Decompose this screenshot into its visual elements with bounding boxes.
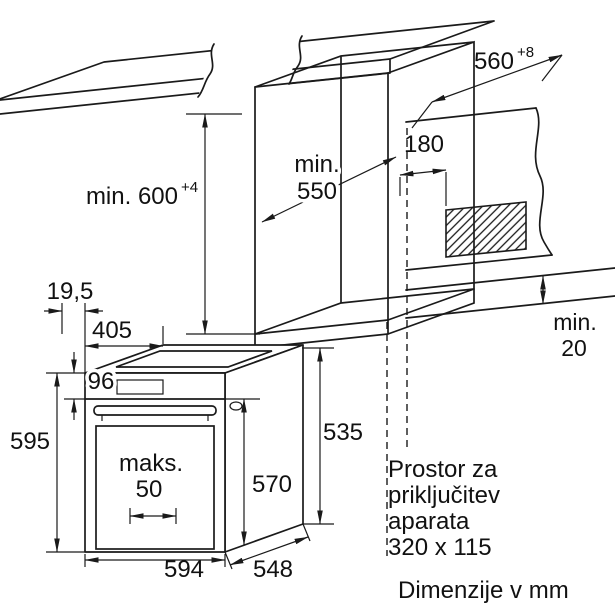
dim-top-width-label: 560 [474,48,514,75]
dim-min-gap: min. 20 [540,275,597,361]
dim-top-depth: 405 [84,317,164,349]
dim-top-depth-label: 405 [92,317,132,344]
oven-handle-mounts [101,415,209,421]
connection-note-line-3: aparata [388,508,470,535]
dim-niche-depth-label-2: 550 [297,178,337,205]
rear-wall-top-edge [405,107,537,123]
units-note: Dimenzije v mm [398,577,569,604]
dim-door-height: 570 [225,398,296,546]
dim-top-width-sup: +8 [517,44,534,61]
dim-oven-depth-ticks [224,523,311,570]
dim-front-overhang: 19,5 [44,278,103,373]
countertop [0,20,495,115]
dim-min-gap-label-1: min. [553,309,596,335]
cabinet-niche [254,40,475,349]
dim-oven-depth-line [229,536,309,566]
dim-body-height-label: 535 [323,419,363,446]
connection-area-hatch [445,201,527,258]
dim-connection-offset-exts [399,172,447,206]
oven-door-handle [93,405,217,416]
countertop-break-wave-left [197,43,215,98]
dim-min-gap-label-2: 20 [561,335,587,361]
connection-note: Prostor za priključitev aparata 320 x 11… [388,456,500,561]
connection-note-line-4: 320 x 115 [388,534,492,561]
oven [84,344,304,553]
dim-door-height-label: 570 [252,471,292,498]
countertop-break-wave-right [288,35,303,85]
dim-top-width-line [431,54,563,103]
floor-lines [405,267,615,319]
rear-wall [405,107,615,319]
dim-niche-depth-line [261,156,397,223]
dim-oven-width: 594 [84,554,226,583]
oven-display [116,379,164,395]
dim-niche-height-label: min. 600 [86,183,178,210]
dim-oven-height-label: 595 [10,428,50,455]
dim-oven-height-ticks [46,372,85,553]
niche-interior-edges [254,40,475,335]
rear-wall-bottom-edge [405,254,553,271]
dim-niche-depth-label-1: min. [294,151,339,178]
rear-wall-break-wave [534,107,553,256]
dim-oven-width-label: 594 [164,556,204,583]
dim-oven-depth-label: 548 [253,556,293,583]
dim-panel-height-label: 96 [88,368,115,395]
dim-niche-depth: min. 550 [261,148,397,223]
dim-body-height: 535 [302,347,363,525]
dim-front-overhang-exts [61,303,86,373]
dim-connection-offset-line [399,168,447,177]
dim-niche-height-sup: +4 [181,179,198,196]
dim-connection-offset-label: 180 [404,131,444,158]
dim-panel-height: 96 [64,352,118,420]
dim-door-max: maks. 50 [115,447,187,524]
dim-door-max-label-1: maks. [119,450,183,477]
oven-side-face [224,344,304,553]
projection-lines [386,128,408,556]
dim-oven-height: 595 [10,372,85,553]
dim-niche-height-ticks [186,113,260,335]
dim-oven-depth: 548 [224,523,311,583]
oven-top-vent-inset [115,350,273,368]
connection-note-line-2: priključitev [388,482,500,509]
dim-niche-height: min. 600 +4 [86,113,260,335]
countertop-break-mask [198,36,302,97]
dim-top-width: 560 +8 [411,44,563,129]
dim-door-max-label-2: 50 [136,476,163,503]
niche-front-opening [254,72,389,335]
oven-door-glass [95,425,215,550]
dim-connection-offset: 180 [399,131,447,206]
dim-front-overhang-label: 19,5 [47,278,94,305]
niche-bottom-panel [254,288,475,349]
connection-note-line-1: Prostor za [388,456,498,483]
